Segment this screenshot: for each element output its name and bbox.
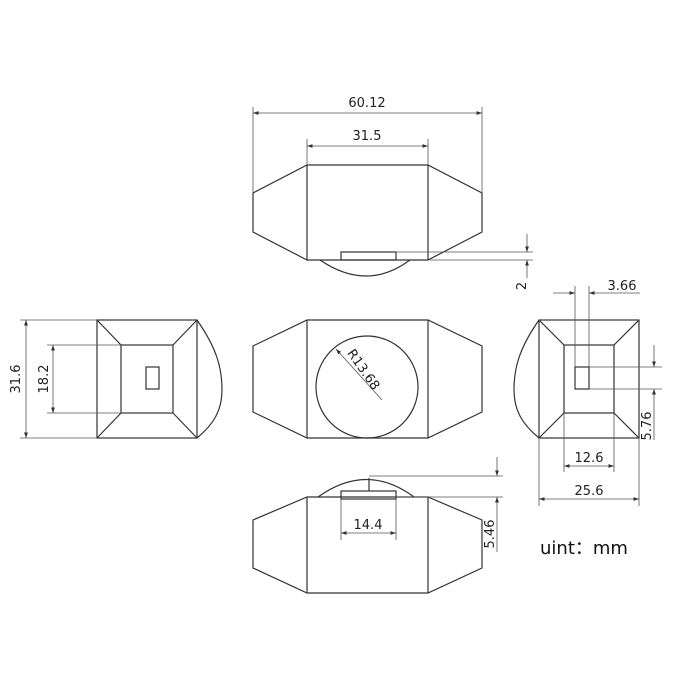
bottom-view: 14.4 5.46: [252, 457, 503, 594]
dim-radius: R13.68: [343, 347, 382, 393]
dim-top-center-width: 31.5: [353, 129, 382, 144]
dim-bottom-button-height: 5.46: [483, 520, 498, 549]
dim-right-outer-width: 25.6: [575, 484, 604, 499]
dim-left-height: 31.6: [9, 365, 24, 394]
top-view: 60.12 31.5 2: [252, 96, 533, 290]
right-view: 3.66 5.76 12.6 25.6: [513, 279, 662, 506]
dim-right-inner-width: 12.6: [575, 451, 604, 466]
center-view: R13.68: [252, 319, 483, 439]
left-view: 31.6 18.2: [9, 319, 223, 439]
dim-bottom-button-width: 14.4: [354, 518, 383, 533]
dim-bottom-lip: 2: [515, 282, 530, 290]
dim-overall-length: 60.12: [348, 96, 385, 111]
dim-left-inner-height: 18.2: [37, 365, 52, 394]
dim-right-slot-width: 3.66: [608, 279, 637, 294]
unit-label: uint：mm: [540, 538, 628, 559]
dim-right-slot-height: 5.76: [640, 412, 655, 441]
